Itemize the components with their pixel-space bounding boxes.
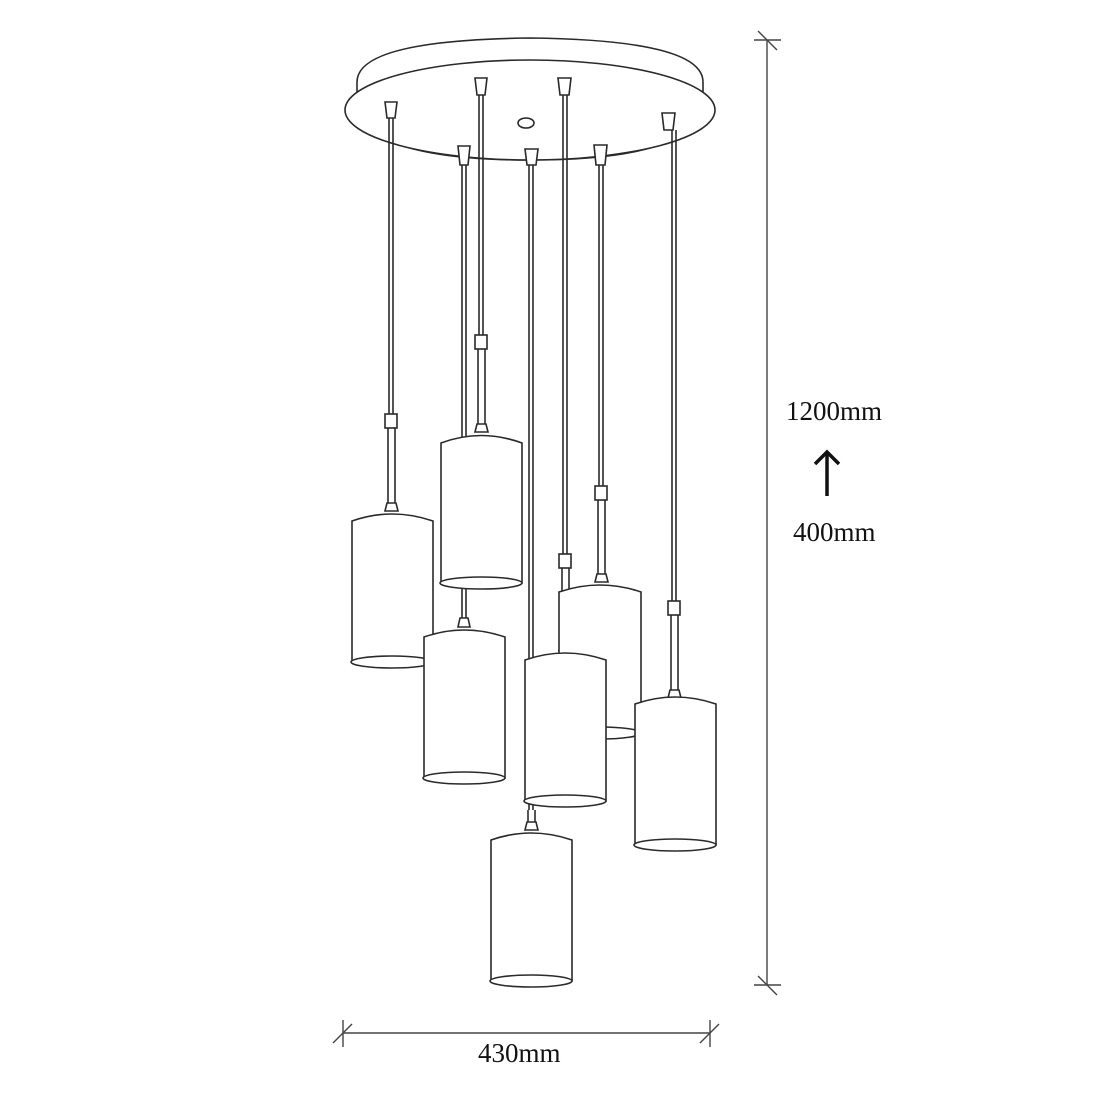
pendant-shade-2 — [439, 434, 523, 590]
pendant-shade-1 — [350, 513, 434, 669]
ceiling-canopy — [344, 37, 716, 161]
width-dimension-line — [332, 1020, 720, 1047]
min-height-label: 400mm — [793, 517, 876, 547]
pendant-shade-4 — [489, 832, 573, 988]
cable-caps — [384, 77, 676, 166]
canopy-screw-icon — [517, 117, 535, 129]
up-arrow-icon — [813, 449, 841, 496]
pendant-shade-5 — [523, 652, 607, 808]
width-label: 430mm — [478, 1038, 561, 1068]
height-dimension-line — [754, 30, 781, 996]
max-height-label: 1200mm — [786, 396, 883, 426]
pendant-shade-3 — [422, 629, 506, 785]
pendant-shade-7 — [633, 696, 717, 852]
